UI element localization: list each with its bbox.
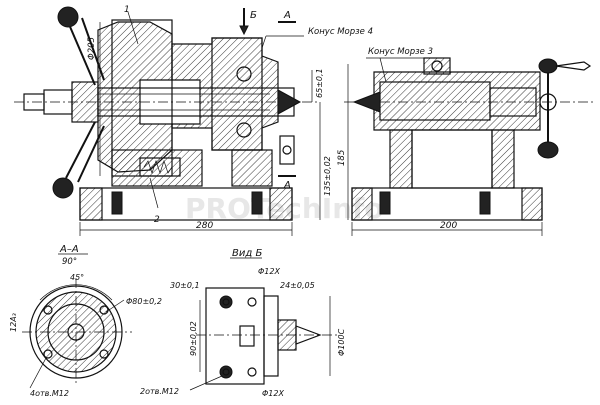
dim-d24: 24±0,05 <box>280 281 315 290</box>
front-section-view: Б A A 1 2 Конус Морзе 4 Φ205 65±0,1 135±… <box>14 5 373 236</box>
dim-h65: 65±0,1 <box>315 68 324 98</box>
angle-45: 45° <box>70 273 84 282</box>
dim-d100c: Φ100С <box>337 328 346 356</box>
holes-m12-right: 2отв.М12 <box>140 387 179 396</box>
lever-ball-bottom <box>52 177 74 199</box>
dim-h185: 185 <box>337 150 347 166</box>
cone-morse-4-label: Конус Морзе 4 <box>308 27 373 37</box>
dim-h90: 90±0,02 <box>189 321 198 356</box>
live-center <box>277 89 302 115</box>
section-a-bottom: A <box>283 180 291 191</box>
dim-d205: Φ205 <box>87 37 97 60</box>
side-view: Конус Морзе 3 185 200 <box>337 47 596 236</box>
part-label-2: 2 <box>154 215 160 225</box>
part-label-1: 1 <box>124 5 130 15</box>
cone-morse-3-label: Конус Морзе 3 <box>368 47 433 57</box>
dim-d12x-top: Φ12Х <box>258 267 280 276</box>
view-b-title: Вид Б <box>232 248 262 259</box>
dim-d80: Φ80±0,2 <box>126 297 162 306</box>
dim-w280: 280 <box>196 221 213 231</box>
view-b-marker: Б <box>250 10 257 21</box>
dim-ra: 12А₃ <box>9 313 18 332</box>
view-b: Вид Б Φ12Х 30±0,1 24±0,05 90±0,02 Φ100С … <box>140 248 346 398</box>
lever-ball-top <box>57 6 79 28</box>
dim-h135: 135±0,02 <box>323 156 332 196</box>
dim-w200: 200 <box>440 221 457 231</box>
section-title: A–A <box>59 244 79 255</box>
section-angle: 90° <box>62 257 77 267</box>
dim-d12x-bottom: Φ12Х <box>262 389 284 398</box>
tail-center <box>352 91 381 113</box>
holes-m12-left: 4отв.М12 <box>30 389 69 398</box>
section-a-a: A–A 90° 45° Φ80±0,2 12А₃ 4отв.М12 <box>9 244 162 398</box>
section-a-top: A <box>283 10 291 21</box>
dim-d30: 30±0,1 <box>170 281 200 290</box>
